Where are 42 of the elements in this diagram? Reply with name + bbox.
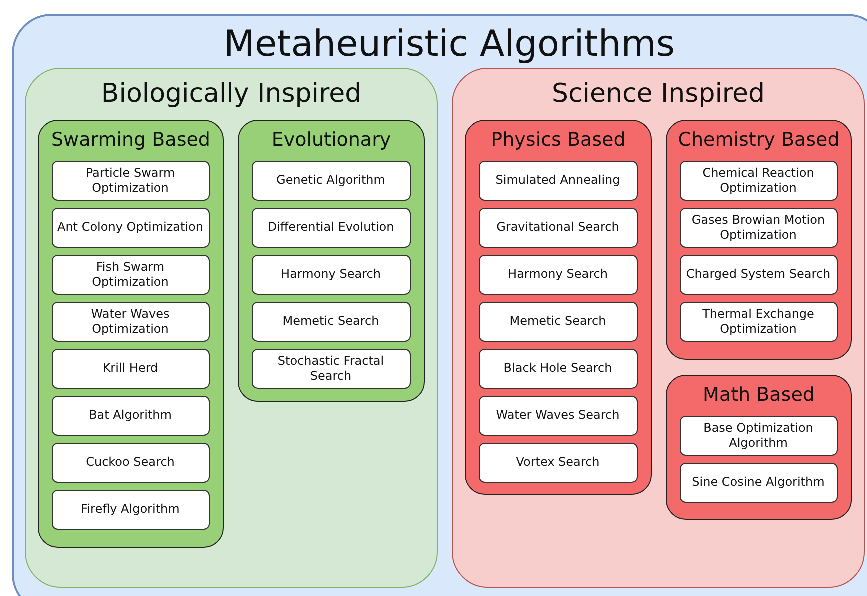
algorithm-box: Gases Browian Motion Optimization — [680, 208, 838, 248]
algorithm-box: Harmony Search — [252, 254, 410, 294]
algorithm-box: Genetic Algorithm — [252, 160, 410, 200]
category-panel — [38, 120, 224, 548]
algorithm-box: Harmony Search — [478, 254, 638, 294]
category-heading: Physics Based — [490, 129, 627, 151]
category-panel — [666, 375, 852, 520]
algorithm-box: Stochastic Fractal Search — [252, 348, 410, 388]
algorithm-box: Thermal Exchange Optimization — [680, 302, 838, 342]
algorithm-box: Krill Herd — [52, 348, 210, 388]
algorithm-box: Ant Colony Optimization — [52, 208, 210, 248]
algorithm-box: Cuckoo Search — [52, 442, 210, 482]
category-heading: Math Based — [702, 384, 816, 406]
algorithm-box: Bat Algorithm — [52, 396, 210, 436]
algorithm-box: Fish Swarm Optimization — [52, 254, 210, 294]
algorithm-box: Vortex Search — [478, 442, 638, 482]
category-panel — [238, 120, 425, 402]
category-panel — [666, 120, 852, 360]
algorithm-box: Firefly Algorithm — [52, 490, 210, 530]
algorithm-box: Charged System Search — [680, 254, 838, 294]
category-heading: Science Inspired — [550, 79, 766, 109]
algorithm-box: Gravitational Search — [478, 208, 638, 248]
algorithm-box: Black Hole Search — [478, 348, 638, 388]
category-heading: Swarming Based — [50, 129, 212, 151]
category-panel — [25, 68, 438, 588]
algorithm-box: Differential Evolution — [252, 208, 410, 248]
category-panel — [452, 68, 865, 588]
algorithm-box: Particle Swarm Optimization — [52, 160, 210, 200]
category-panel — [465, 120, 652, 495]
algorithm-box: Chemical Reaction Optimization — [680, 160, 838, 200]
category-panel — [12, 14, 867, 596]
category-heading: Evolutionary — [270, 129, 392, 151]
category-heading: Biologically Inspired — [100, 79, 363, 109]
algorithm-box: Base Optimization Algorithm — [680, 416, 838, 456]
algorithm-box: Memetic Search — [478, 302, 638, 342]
algorithm-box: Water Waves Optimization — [52, 302, 210, 342]
algorithm-box: Memetic Search — [252, 302, 410, 342]
algorithm-box: Sine Cosine Algorithm — [680, 462, 838, 502]
category-heading: Chemistry Based — [677, 129, 841, 151]
algorithm-box: Water Waves Search — [478, 396, 638, 436]
category-heading: Metaheuristic Algorithms — [222, 24, 676, 65]
algorithm-box: Simulated Annealing — [478, 160, 638, 200]
